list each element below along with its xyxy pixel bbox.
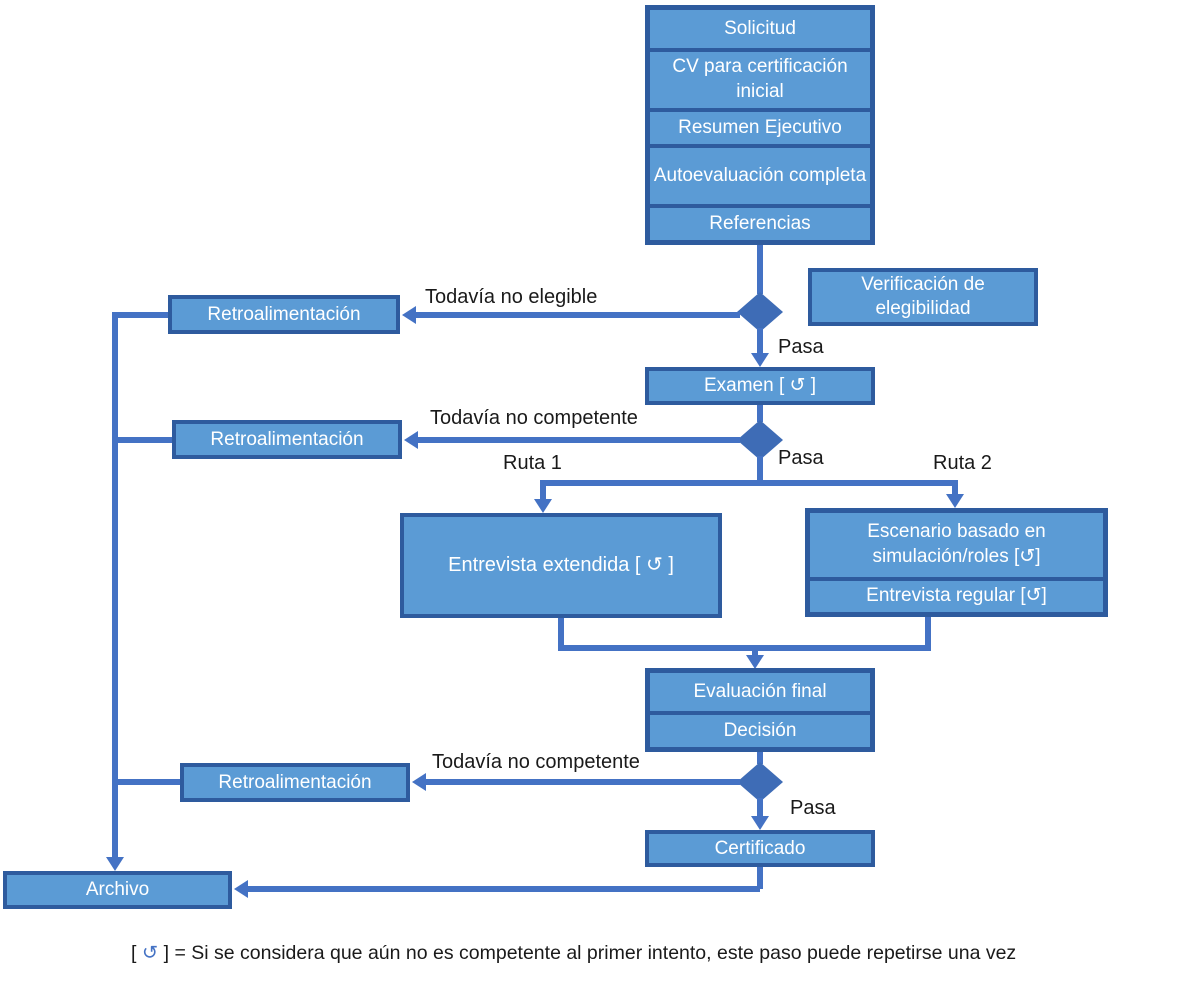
node-escenario-simulacion-label: Escenario basado en simulación/roles [↺] xyxy=(867,521,1046,567)
connector-decision3-to-feedback3 xyxy=(426,779,740,785)
node-entrevista-regular-label: Entrevista regular [↺] xyxy=(866,585,1047,607)
arrowhead-into-feedback1 xyxy=(402,306,416,324)
legend-bracket-open: [ xyxy=(131,942,142,964)
connector-merge-horizontal xyxy=(558,645,931,651)
node-entrevista-extendida: Entrevista extendida [ ↺ ] xyxy=(400,513,722,618)
connector-feedback1-to-rail xyxy=(112,312,170,318)
node-decision: Decisión xyxy=(650,715,870,747)
node-decision-label: Decisión xyxy=(723,719,797,741)
node-certificado-label: Certificado xyxy=(714,837,806,859)
node-resumen-ejecutivo-label: Resumen Ejecutivo xyxy=(678,116,842,138)
repeat-arrow-icon: ↺ xyxy=(141,942,159,964)
final-evaluation-stack: Evaluación final Decisión xyxy=(645,668,875,752)
legend-bracket-close: ] xyxy=(158,942,170,964)
connector-intake-to-decision1 xyxy=(757,243,763,294)
node-evaluacion-final-label: Evaluación final xyxy=(693,680,827,702)
route2-stack: Escenario basado en simulación/roles [↺]… xyxy=(805,508,1108,617)
edge-label-pasa-2: Pasa xyxy=(778,447,824,469)
connector-branch-route1-drop xyxy=(540,484,546,501)
node-archivo: Archivo xyxy=(3,871,232,909)
node-autoevaluacion-label: Autoevaluación completa xyxy=(653,164,867,186)
decision-diamond-exam xyxy=(737,420,783,460)
node-examen: Examen [ ↺ ] xyxy=(645,367,875,405)
arrowhead-into-route2-stack xyxy=(946,494,964,508)
arrowhead-into-certificate xyxy=(751,816,769,830)
arrowhead-into-final-evaluation xyxy=(746,655,764,669)
node-autoevaluacion: Autoevaluación completa xyxy=(650,148,870,204)
edge-label-ruta-2: Ruta 2 xyxy=(933,452,992,474)
node-archivo-label: Archivo xyxy=(85,879,150,901)
connector-branch-route2-drop xyxy=(952,484,958,496)
connector-decision-to-diamond3 xyxy=(757,750,763,764)
connector-extended-interview-down xyxy=(558,617,564,649)
node-examen-label: Examen [ ↺ ] xyxy=(703,375,816,397)
node-referencias-label: Referencias xyxy=(709,212,811,234)
legend-footnote: [ ↺ ] = Si se considera que aún no es co… xyxy=(131,941,1016,965)
node-entrevista-regular: Entrevista regular [↺] xyxy=(810,581,1103,612)
decision-diamond-final xyxy=(737,762,783,802)
connector-decision2-to-branch xyxy=(757,456,763,484)
connector-certificate-down xyxy=(757,865,763,889)
edge-label-ruta-1: Ruta 1 xyxy=(503,452,562,474)
connector-merge-drop xyxy=(752,651,758,657)
connector-decision2-to-feedback2 xyxy=(418,437,740,443)
arrowhead-into-archive-top xyxy=(106,857,124,871)
node-cv-certificacion-label: CV para certificación inicial xyxy=(672,56,848,102)
node-retroalimentacion-1: Retroalimentación xyxy=(168,295,400,334)
legend-text: = Si se considera que aún no es competen… xyxy=(169,942,1017,964)
connector-feedback2-to-rail xyxy=(112,437,174,443)
edge-label-pasa-1: Pasa xyxy=(778,336,824,358)
edge-label-todavia-no-competente-2: Todavía no competente xyxy=(432,751,640,773)
node-verificacion-elegibilidad: Verificación de elegibilidad xyxy=(808,268,1038,326)
connector-feedback-rail-vertical xyxy=(112,312,118,857)
connector-route2-down xyxy=(925,616,931,648)
node-cv-certificacion: CV para certificación inicial xyxy=(650,52,870,108)
node-evaluacion-final: Evaluación final xyxy=(650,673,870,711)
intake-documents-stack: Solicitud CV para certificación inicial … xyxy=(645,5,875,245)
node-verificacion-elegibilidad-label: Verificación de elegibilidad xyxy=(861,274,985,319)
node-retroalimentacion-2: Retroalimentación xyxy=(172,420,402,459)
node-solicitud: Solicitud xyxy=(650,10,870,48)
decision-diamond-eligibility xyxy=(737,292,783,332)
connector-certificate-to-archive xyxy=(248,886,760,892)
connector-branch-horizontal xyxy=(540,480,958,486)
arrowhead-into-extended-interview xyxy=(534,499,552,513)
node-retroalimentacion-1-label: Retroalimentación xyxy=(207,303,361,325)
node-referencias: Referencias xyxy=(650,208,870,240)
arrowhead-into-feedback3 xyxy=(412,773,426,791)
node-certificado: Certificado xyxy=(645,830,875,867)
node-entrevista-extendida-label: Entrevista extendida [ ↺ ] xyxy=(448,554,674,576)
node-resumen-ejecutivo: Resumen Ejecutivo xyxy=(650,112,870,144)
edge-label-todavia-no-competente-1: Todavía no competente xyxy=(430,407,638,429)
connector-decision1-to-feedback1 xyxy=(416,312,740,318)
connector-decision3-to-certificate xyxy=(757,798,763,818)
arrowhead-into-exam xyxy=(751,353,769,367)
arrowhead-into-feedback2 xyxy=(404,431,418,449)
edge-label-todavia-no-elegible: Todavía no elegible xyxy=(425,286,598,308)
edge-label-pasa-3: Pasa xyxy=(790,797,836,819)
node-retroalimentacion-3-label: Retroalimentación xyxy=(218,771,372,793)
connector-feedback3-to-rail xyxy=(112,779,182,785)
node-retroalimentacion-3: Retroalimentación xyxy=(180,763,410,802)
node-escenario-simulacion: Escenario basado en simulación/roles [↺] xyxy=(810,513,1103,577)
connector-exam-to-decision2 xyxy=(757,405,763,422)
arrowhead-into-archive-right xyxy=(234,880,248,898)
node-solicitud-label: Solicitud xyxy=(724,17,796,39)
node-retroalimentacion-2-label: Retroalimentación xyxy=(210,428,364,450)
connector-decision1-to-exam xyxy=(757,328,763,355)
